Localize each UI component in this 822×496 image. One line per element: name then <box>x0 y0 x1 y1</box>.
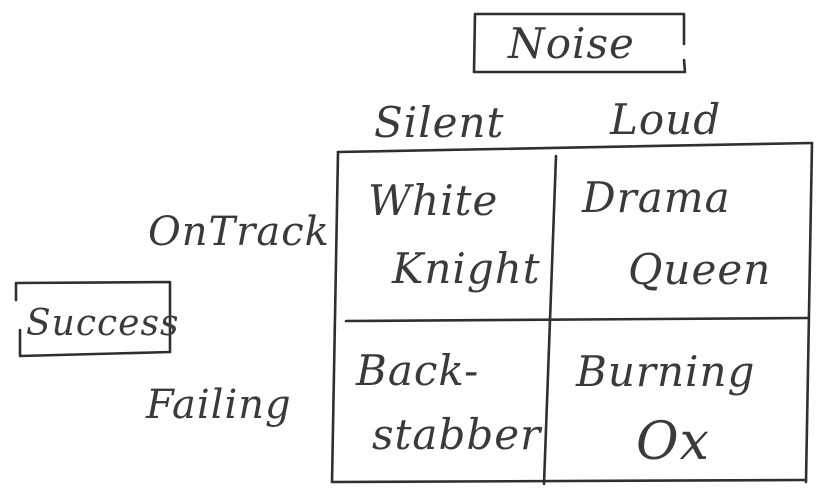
quadrant-white-knight-line2: Knight <box>391 244 541 293</box>
quadrant-drama-queen-line1: Drama <box>581 173 731 222</box>
quadrant-backstabber-line1: Back- <box>355 346 479 395</box>
noise-title: Noise <box>507 19 635 68</box>
success-title: Success <box>26 303 179 344</box>
row-header-ontrack: OnTrack <box>148 209 330 255</box>
quadrant-burning-ox-line2: Ox <box>636 412 710 472</box>
column-header-loud: Loud <box>609 95 721 144</box>
row-header-failing: Failing <box>145 382 292 428</box>
column-header-silent: Silent <box>374 98 504 147</box>
quadrant-white-knight: White Knight <box>368 176 541 293</box>
quadrant-white-knight-line1: White <box>368 176 498 225</box>
quadrant-burning-ox: Burning Ox <box>575 347 755 472</box>
quadrant-backstabber-line2: stabber <box>372 410 543 459</box>
quadrant-drama-queen: Drama Queen <box>581 173 771 294</box>
success-title-box: Success <box>14 280 179 358</box>
quadrant-backstabber: Back- stabber <box>355 346 543 459</box>
quadrant-drama-queen-line2: Queen <box>628 245 771 294</box>
noise-title-box: Noise <box>472 12 687 74</box>
quadrant-grid <box>330 141 814 486</box>
quadrant-burning-ox-line1: Burning <box>575 347 755 396</box>
